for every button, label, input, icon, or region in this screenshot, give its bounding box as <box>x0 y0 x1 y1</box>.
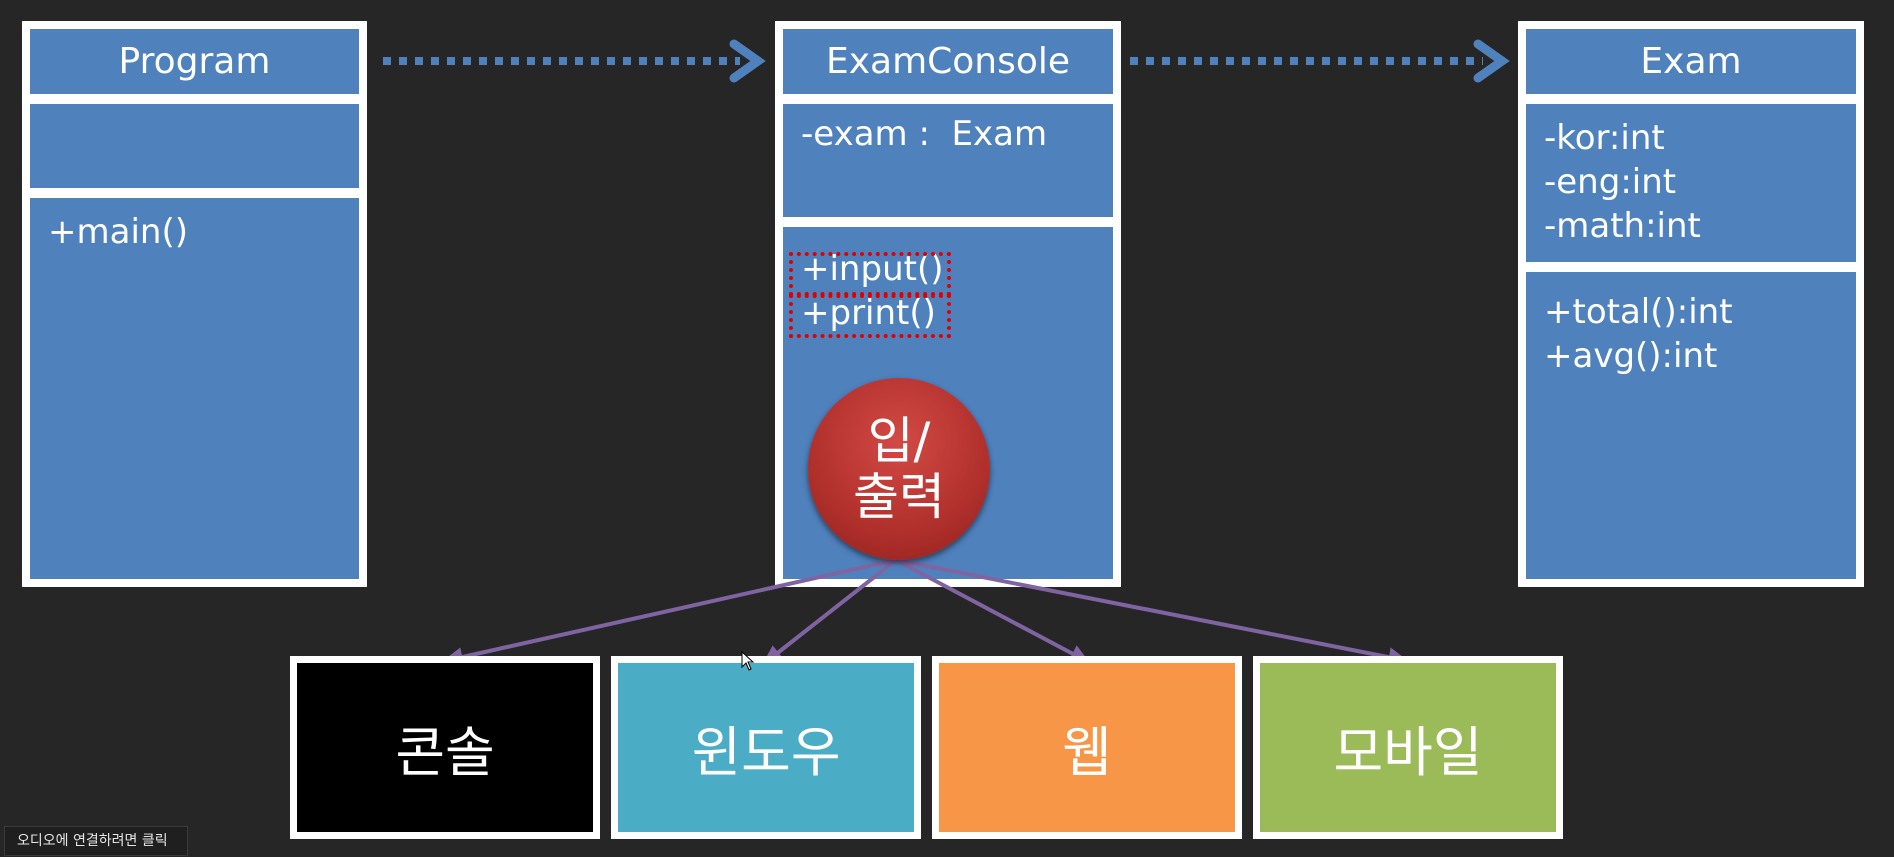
highlight-print <box>789 294 951 338</box>
method-total: +total():int <box>1544 292 1733 332</box>
target-console: 콘솔 <box>290 656 600 839</box>
class-examconsole-attributes: -exam : Exam <box>783 104 1113 217</box>
attribute-math: -math:int <box>1544 206 1701 246</box>
io-badge-line2: 출력 <box>853 468 945 526</box>
class-program: Program +main() <box>22 21 367 587</box>
class-examconsole-name: ExamConsole <box>783 29 1113 94</box>
class-exam-name: Exam <box>1526 29 1856 94</box>
method-avg: +avg():int <box>1544 336 1718 376</box>
class-exam: Exam -kor:int -eng:int -math:int +total(… <box>1518 21 1864 587</box>
target-windows: 윈도우 <box>611 656 921 839</box>
attribute-kor: -kor:int <box>1544 118 1665 158</box>
class-program-name: Program <box>30 29 359 94</box>
highlight-input <box>789 252 951 296</box>
method-print: +print() <box>801 293 936 333</box>
attribute-exam: -exam : Exam <box>801 114 1048 154</box>
audio-connect-button[interactable]: 오디오에 연결하려면 클릭 <box>4 826 188 856</box>
target-web: 웹 <box>932 656 1242 839</box>
class-exam-methods: +total():int +avg():int <box>1526 272 1856 579</box>
class-exam-attributes: -kor:int -eng:int -math:int <box>1526 104 1856 262</box>
io-badge-line1: 입/ <box>867 412 931 470</box>
attribute-eng: -eng:int <box>1544 162 1677 202</box>
method-main: +main() <box>48 212 188 252</box>
io-badge: 입/ 출력 <box>808 378 990 560</box>
class-program-methods: +main() <box>30 198 359 579</box>
class-program-attributes <box>30 104 359 188</box>
mouse-cursor-icon <box>741 651 755 671</box>
dependency-arrowhead-examconsole-exam <box>1473 39 1510 83</box>
dependency-arrowhead-program-examconsole <box>729 39 766 83</box>
target-mobile: 모바일 <box>1253 656 1563 839</box>
